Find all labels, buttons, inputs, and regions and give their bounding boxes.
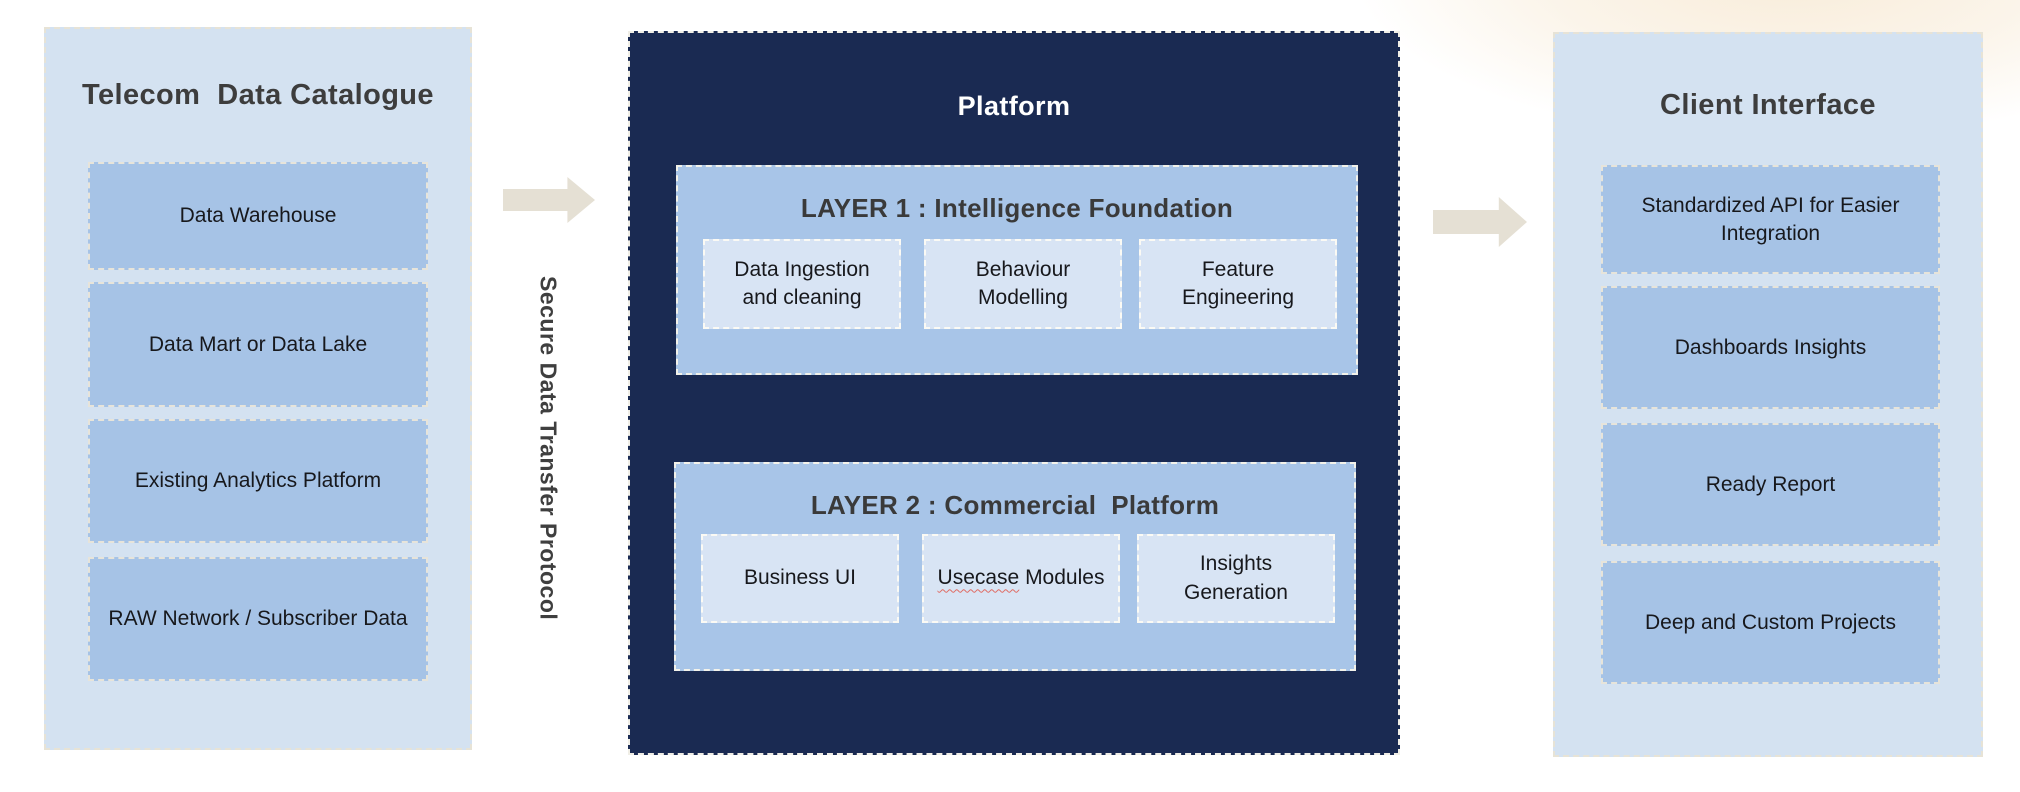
catalogue-item-data-warehouse: Data Warehouse xyxy=(88,162,428,270)
module-behaviour-modelling: Behaviour Modelling xyxy=(924,239,1122,329)
client-interface-title: Client Interface xyxy=(1660,89,1876,121)
telecom-data-catalogue-panel: Telecom Data Catalogue Data Warehouse Da… xyxy=(44,27,472,750)
client-item-deep-and-custom-projects: Deep and Custom Projects xyxy=(1601,561,1940,684)
module-usecase-modules: Usecase Modules xyxy=(922,534,1120,623)
catalogue-item-existing-analytics-platform: Existing Analytics Platform xyxy=(88,419,428,543)
platform-panel: Platform LAYER 1 : Intelligence Foundati… xyxy=(628,31,1400,755)
layer2-commercial-platform: LAYER 2 : Commercial Platform Business U… xyxy=(674,462,1356,671)
right-arrow-icon xyxy=(1433,197,1527,247)
platform-title: Platform xyxy=(957,91,1071,121)
layer1-intelligence-foundation: LAYER 1 : Intelligence Foundation Data I… xyxy=(676,165,1358,375)
client-item-dashboards-insights: Dashboards Insights xyxy=(1601,286,1940,409)
usecase-word-spellcheck: Usecase xyxy=(937,566,1020,590)
right-arrow-icon xyxy=(503,177,595,223)
catalogue-item-data-mart-or-data-lake: Data Mart or Data Lake xyxy=(88,282,428,407)
module-feature-engineering: Feature Engineering xyxy=(1139,239,1337,329)
secure-data-transfer-label: Secure Data Transfer Protocol xyxy=(535,275,562,621)
client-item-standardized-api: Standardized API for Easier Integration xyxy=(1601,165,1940,274)
layer2-title: LAYER 2 : Commercial Platform xyxy=(810,490,1220,520)
layer1-title: LAYER 1 : Intelligence Foundation xyxy=(800,193,1234,223)
module-business-ui: Business UI xyxy=(701,534,899,623)
modules-word: Modules xyxy=(1019,566,1105,590)
module-insights-generation: Insights Generation xyxy=(1137,534,1335,623)
telecom-data-catalogue-title: Telecom Data Catalogue xyxy=(82,79,434,111)
secure-data-transfer-label-wrap: Secure Data Transfer Protocol xyxy=(518,262,578,634)
client-item-ready-report: Ready Report xyxy=(1601,423,1940,546)
catalogue-item-raw-network-subscriber-data: RAW Network / Subscriber Data xyxy=(88,557,428,681)
module-data-ingestion-and-cleaning: Data Ingestion and cleaning xyxy=(703,239,901,329)
client-interface-panel: Client Interface Standardized API for Ea… xyxy=(1553,32,1983,757)
